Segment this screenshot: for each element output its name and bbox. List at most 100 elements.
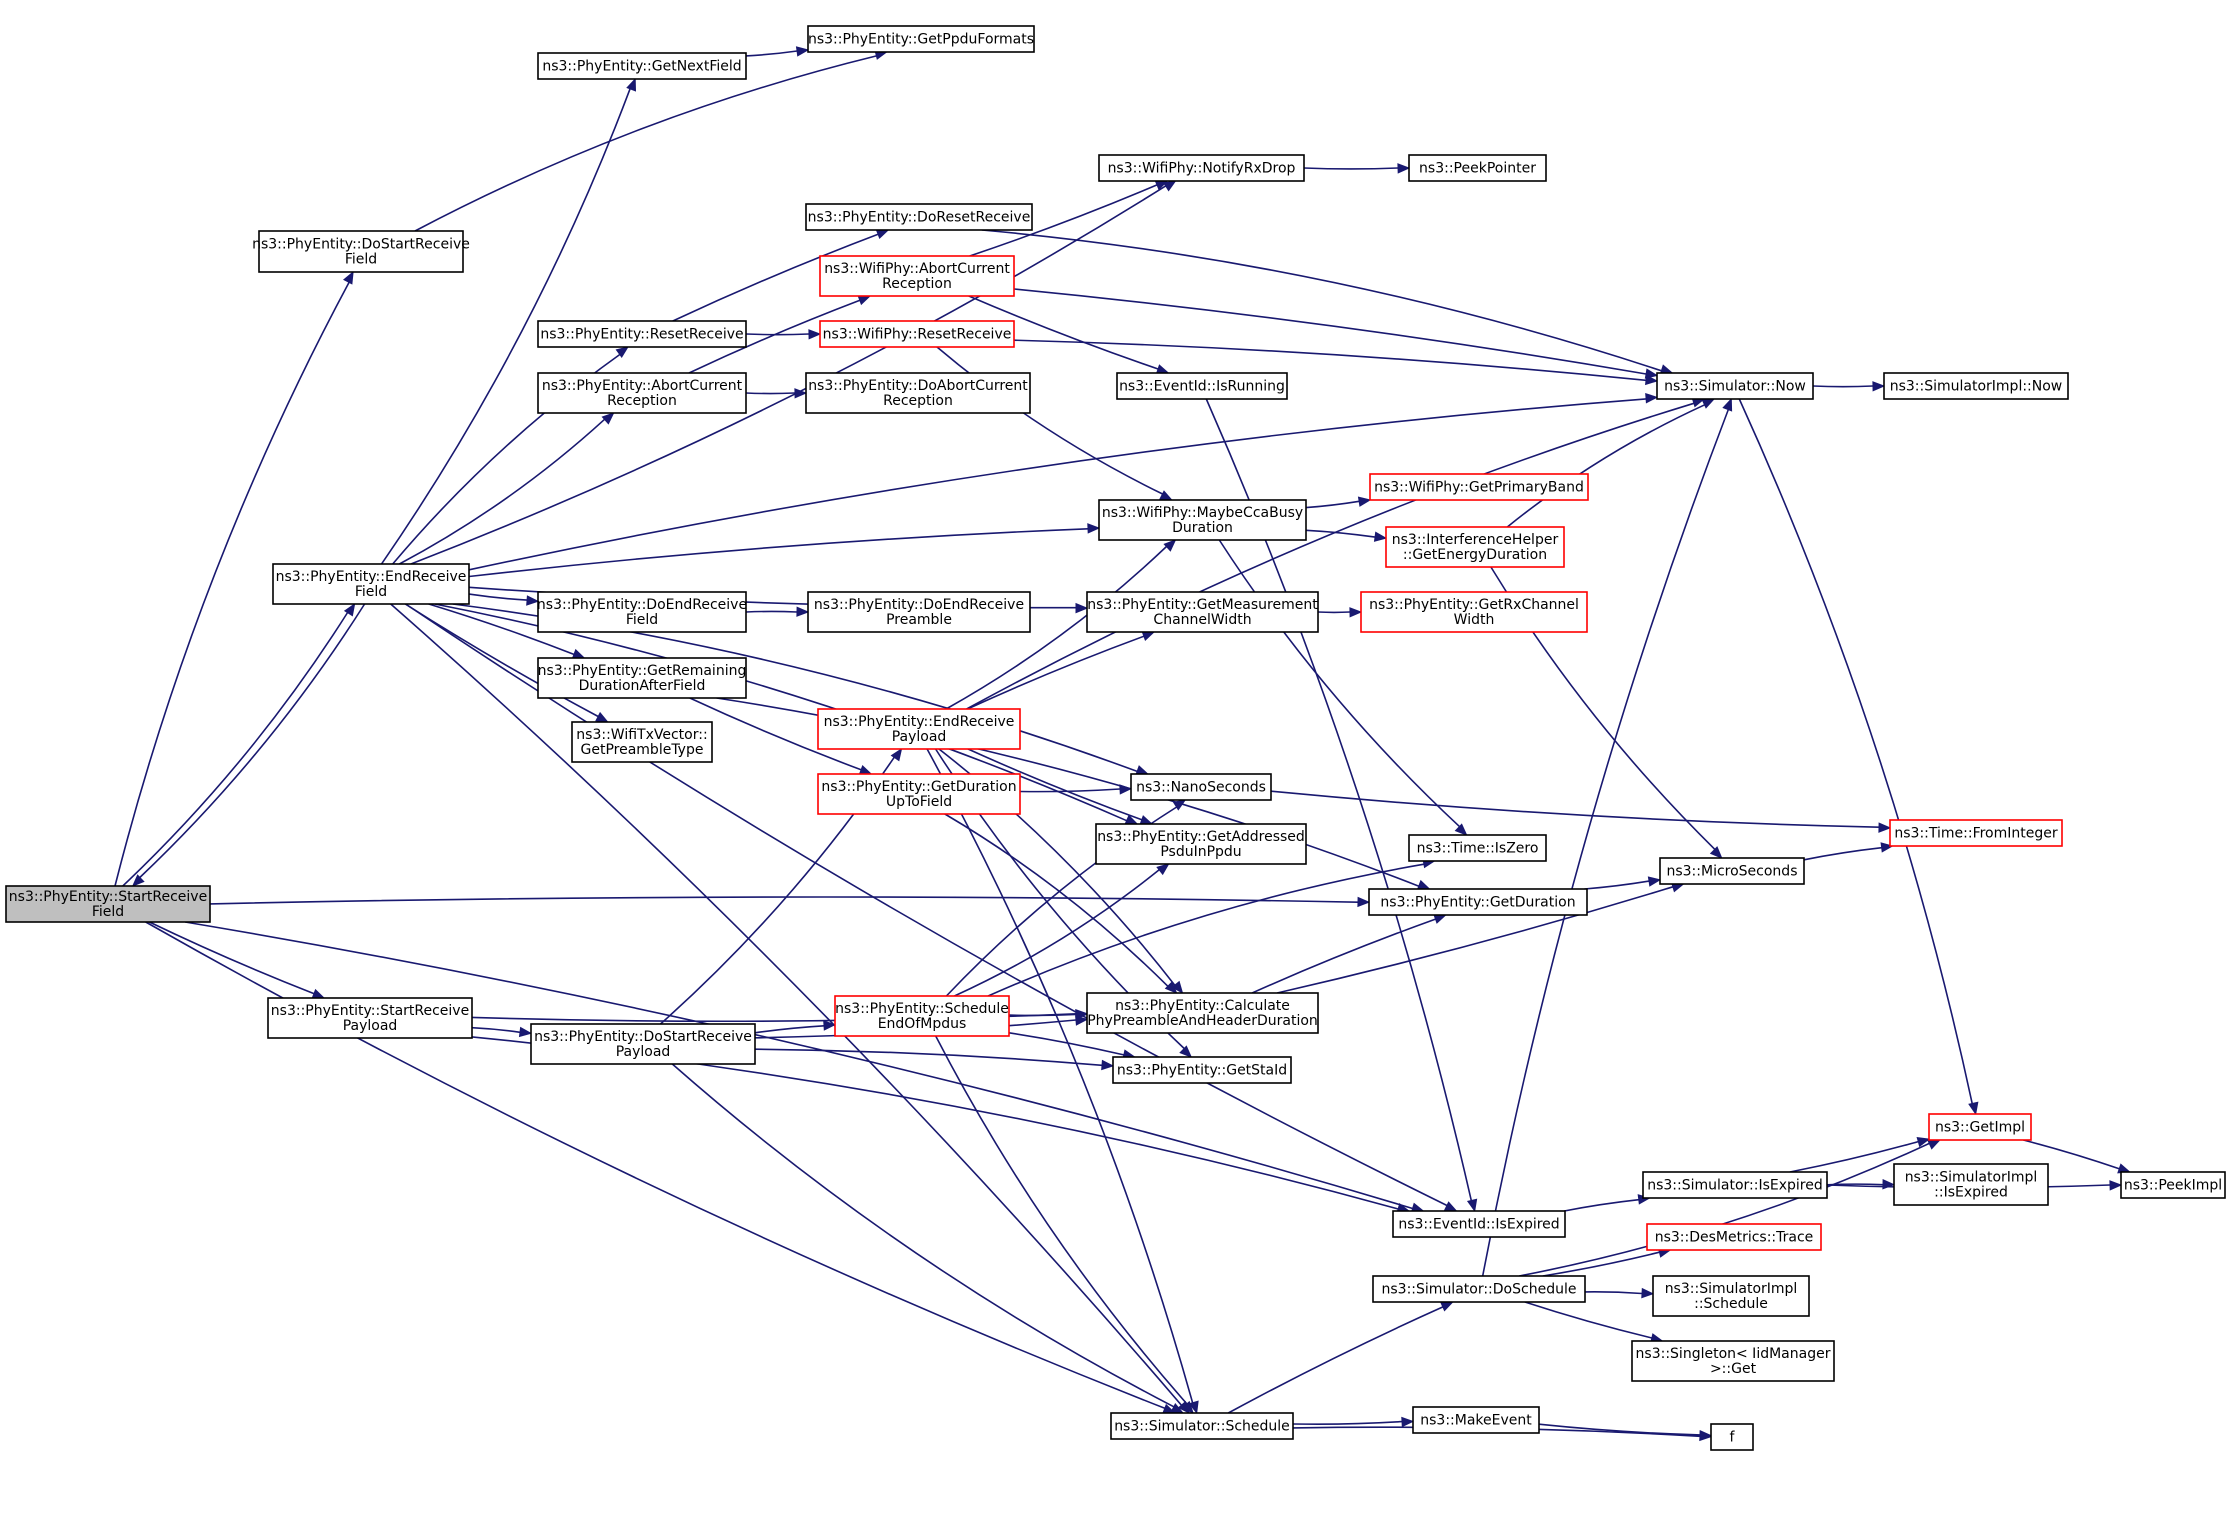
function-node-getStaId[interactable]: ns3::PhyEntity::GetStaId xyxy=(1112,1056,1292,1084)
function-node-box[interactable] xyxy=(1368,888,1588,916)
function-node-box[interactable] xyxy=(1098,499,1307,541)
function-node-box[interactable] xyxy=(571,721,713,763)
function-node-nanoSeconds[interactable]: ns3::NanoSeconds xyxy=(1130,773,1272,801)
function-node-box[interactable] xyxy=(537,320,747,348)
function-node-box[interactable] xyxy=(5,885,211,923)
function-node-box[interactable] xyxy=(537,372,747,414)
function-node-box[interactable] xyxy=(1360,591,1588,633)
function-node-box[interactable] xyxy=(807,591,1031,633)
function-node-box[interactable] xyxy=(537,657,747,699)
function-node-doResetReceive[interactable]: ns3::PhyEntity::DoResetReceive xyxy=(805,203,1033,231)
function-node-box[interactable] xyxy=(1412,1406,1540,1434)
function-node-box[interactable] xyxy=(1642,1171,1828,1199)
function-node-notifyRxDrop[interactable]: ns3::WifiPhy::NotifyRxDrop xyxy=(1098,154,1305,182)
function-node-f[interactable]: f xyxy=(1710,1423,1754,1451)
function-node-box[interactable] xyxy=(537,52,747,80)
function-node-getEnergyDuration[interactable]: ns3::InterferenceHelper::GetEnergyDurati… xyxy=(1385,526,1565,568)
function-node-box[interactable] xyxy=(530,1023,756,1065)
function-node-peResetReceive[interactable]: ns3::PhyEntity::ResetReceive xyxy=(537,320,747,348)
function-node-peekImpl[interactable]: ns3::PeekImpl xyxy=(2120,1171,2226,1199)
function-node-simImplNow[interactable]: ns3::SimulatorImpl::Now xyxy=(1883,372,2069,400)
function-node-box[interactable] xyxy=(805,372,1031,414)
function-node-box[interactable] xyxy=(1116,372,1288,400)
function-node-box[interactable] xyxy=(537,591,747,633)
function-node-box[interactable] xyxy=(1112,1056,1292,1084)
function-node-box[interactable] xyxy=(817,773,1021,815)
function-node-eventIsExpired[interactable]: ns3::EventId::IsExpired xyxy=(1392,1210,1566,1238)
function-node-box[interactable] xyxy=(1646,1223,1822,1251)
function-node-isZero[interactable]: ns3::Time::IsZero xyxy=(1408,834,1547,862)
function-node-box[interactable] xyxy=(1408,154,1547,182)
function-node-wpResetReceive[interactable]: ns3::WifiPhy::ResetReceive xyxy=(819,320,1015,348)
function-node-box[interactable] xyxy=(1110,1412,1294,1440)
function-node-box[interactable] xyxy=(1385,526,1565,568)
function-node-box[interactable] xyxy=(1408,834,1547,862)
function-node-simImplIsExpired[interactable]: ns3::SimulatorImpl::IsExpired xyxy=(1893,1163,2049,1206)
function-node-box[interactable] xyxy=(805,203,1033,231)
function-node-box[interactable] xyxy=(819,320,1015,348)
function-node-box[interactable] xyxy=(1095,823,1307,865)
function-node-simIsExpired[interactable]: ns3::Simulator::IsExpired xyxy=(1642,1171,1828,1199)
function-node-getImpl[interactable]: ns3::GetImpl xyxy=(1928,1113,2032,1141)
function-node-getRemaining[interactable]: ns3::PhyEntity::GetRemainingDurationAfte… xyxy=(537,657,747,699)
function-node-box[interactable] xyxy=(1098,154,1305,182)
function-node-simNow[interactable]: ns3::Simulator::Now xyxy=(1656,372,1814,400)
function-node-box[interactable] xyxy=(1659,857,1805,885)
function-node-getDuration[interactable]: ns3::PhyEntity::GetDuration xyxy=(1368,888,1588,916)
function-node-fromInteger[interactable]: ns3::Time::FromInteger xyxy=(1889,819,2063,847)
function-node-box[interactable] xyxy=(1893,1163,2049,1206)
function-node-box[interactable] xyxy=(1086,591,1319,633)
function-node-isRunning[interactable]: ns3::EventId::IsRunning xyxy=(1116,372,1288,400)
function-node-simSchedule[interactable]: ns3::Simulator::Schedule xyxy=(1110,1412,1294,1440)
function-node-getMeasurement[interactable]: ns3::PhyEntity::GetMeasurementChannelWid… xyxy=(1086,591,1319,633)
function-node-singletonGet[interactable]: ns3::Singleton< IidManager >::Get xyxy=(1631,1340,1835,1382)
function-node-getPreambleType[interactable]: ns3::WifiTxVector::GetPreambleType xyxy=(571,721,713,763)
function-node-doSchedule[interactable]: ns3::Simulator::DoSchedule xyxy=(1372,1275,1586,1303)
function-node-box[interactable] xyxy=(1631,1340,1835,1382)
function-node-box[interactable] xyxy=(1656,372,1814,400)
function-node-getNextField[interactable]: ns3::PhyEntity::GetNextField xyxy=(537,52,747,80)
function-node-box[interactable] xyxy=(1928,1113,2032,1141)
function-node-box[interactable] xyxy=(1130,773,1272,801)
function-node-box[interactable] xyxy=(1883,372,2069,400)
function-node-box[interactable] xyxy=(258,230,464,273)
function-node-peekPointer[interactable]: ns3::PeekPointer xyxy=(1408,154,1547,182)
function-node-box[interactable] xyxy=(267,997,473,1039)
function-node-box[interactable] xyxy=(1889,819,2063,847)
function-node-box[interactable] xyxy=(1392,1210,1566,1238)
function-node-box[interactable] xyxy=(834,995,1010,1037)
function-node-box[interactable] xyxy=(817,708,1021,750)
function-node-desTrace[interactable]: ns3::DesMetrics::Trace xyxy=(1646,1223,1822,1251)
function-node-simImplSchedule[interactable]: ns3::SimulatorImpl::Schedule xyxy=(1652,1275,1810,1317)
function-node-box[interactable] xyxy=(819,255,1015,297)
function-node-box[interactable] xyxy=(2120,1171,2226,1199)
function-node-box[interactable] xyxy=(1710,1423,1754,1451)
function-node-box[interactable] xyxy=(1372,1275,1586,1303)
function-node-box[interactable] xyxy=(1369,473,1589,501)
function-node-getPpduFormats[interactable]: ns3::PhyEntity::GetPpduFormats xyxy=(807,25,1035,53)
function-node-box[interactable] xyxy=(1652,1275,1810,1317)
function-node-box[interactable] xyxy=(807,25,1035,53)
function-node-box[interactable] xyxy=(272,563,470,605)
function-node-microSeconds[interactable]: ns3::MicroSeconds xyxy=(1659,857,1805,885)
function-node-getPrimaryBand[interactable]: ns3::WifiPhy::GetPrimaryBand xyxy=(1369,473,1589,501)
function-node-makeEvent[interactable]: ns3::MakeEvent xyxy=(1412,1406,1540,1434)
function-node-box[interactable] xyxy=(1086,992,1319,1034)
function-node-calcPreamble[interactable]: ns3::PhyEntity::CalculatePhyPreambleAndH… xyxy=(1086,992,1319,1034)
